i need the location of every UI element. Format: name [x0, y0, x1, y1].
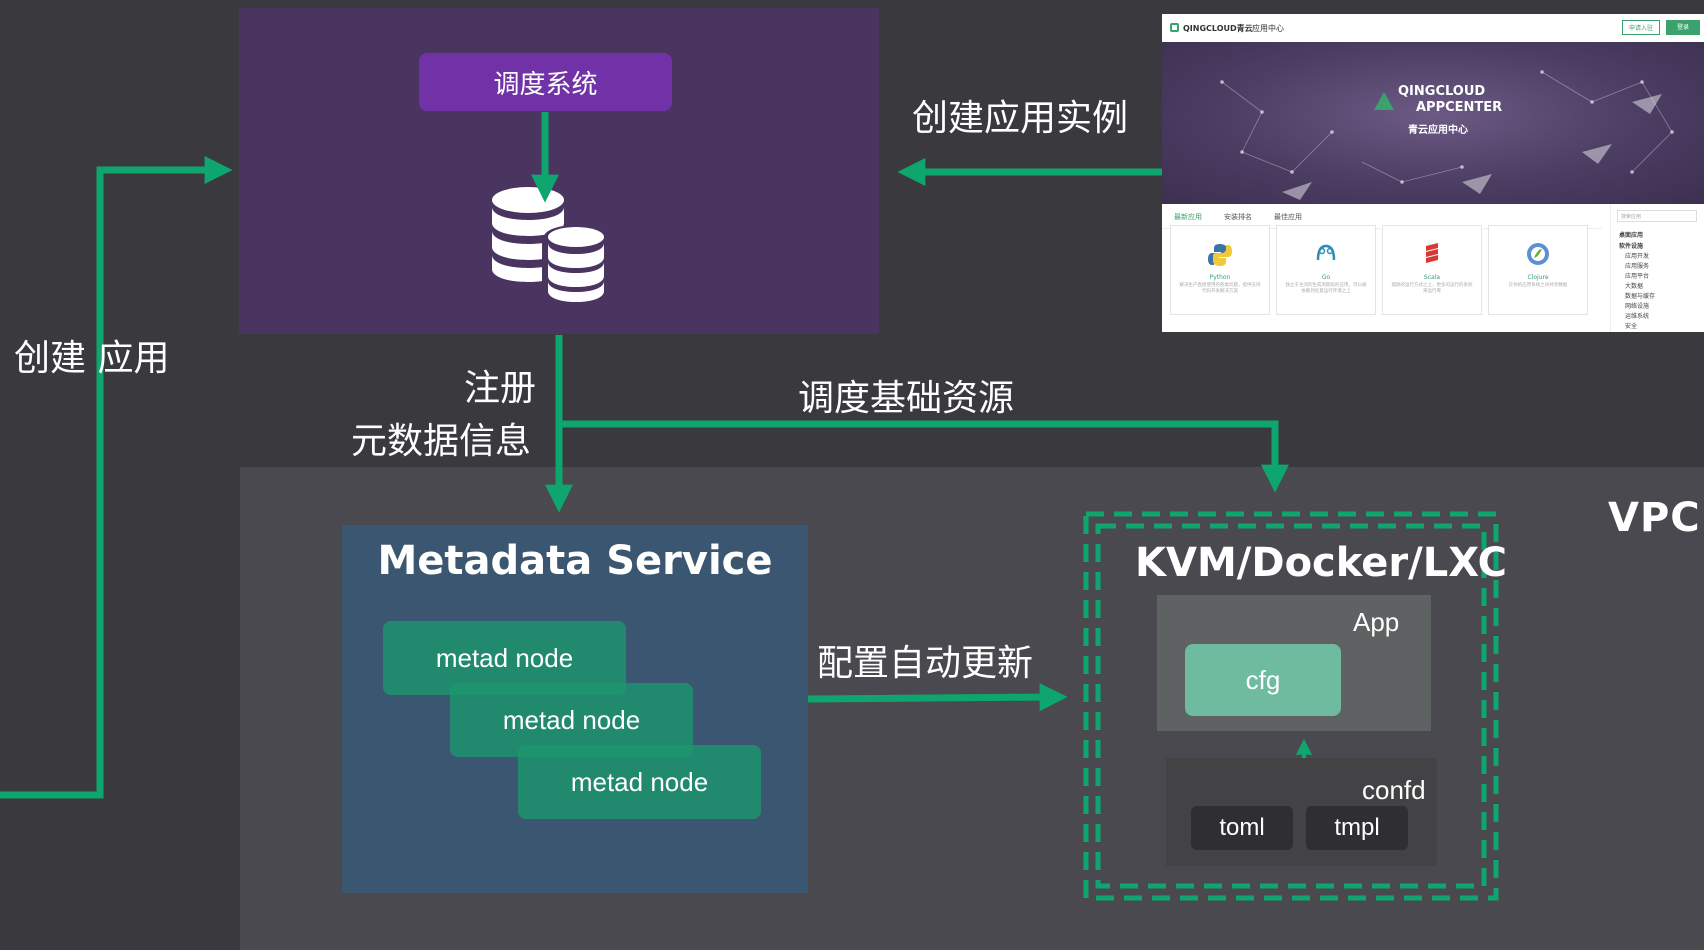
schedule-resources-arrow: [559, 420, 1289, 493]
constellation-decoration: [1220, 70, 1674, 200]
app-name: Python: [1209, 274, 1231, 281]
app-desc: 解决生产直接使用的各类问题，提供支持代码开发解决方案: [1179, 283, 1261, 295]
app-desc: 独立于主流的生成周期前的应用，可以被依赖到任意运行环境之上: [1285, 283, 1367, 295]
metadata-service-title: Metadata Service: [377, 538, 773, 584]
side-item[interactable]: 数据与缓存: [1625, 293, 1656, 300]
metad-node: metad node: [383, 621, 626, 695]
side-item[interactable]: 应用平台: [1625, 273, 1650, 280]
database-icon: [492, 187, 608, 302]
vpc-label: VPC: [1608, 495, 1701, 541]
tab-best[interactable]: 最佳应用: [1274, 213, 1302, 221]
screenshot-sidebar: 搜索应用 桌面应用 软件设施 应用开发 应用服务 应用平台 大数据 数据与缓存 …: [1610, 204, 1704, 332]
instance-boundary-inner: [1095, 523, 1487, 889]
metad-node: metad node: [450, 683, 693, 757]
schedule-resources-label: 调度基础资源: [798, 378, 1015, 419]
instance-boundary-outer: [1083, 511, 1499, 901]
appcenter-screenshot: QINGCLOUD青云 应用中心 申请入驻 登录 QINGCLOUD APPCE…: [1162, 14, 1704, 332]
clojure-icon: [1527, 243, 1549, 265]
app-card-python[interactable]: Python 解决生产直接使用的各类问题，提供支持代码开发解决方案: [1170, 225, 1270, 315]
side-item[interactable]: 安全: [1625, 323, 1638, 330]
cfg-box: cfg: [1185, 644, 1341, 716]
hero-line2: APPCENTER: [1416, 100, 1503, 115]
go-gopher-icon: [1316, 244, 1336, 261]
config-update-arrow: [807, 683, 1068, 712]
python-icon: [1208, 244, 1232, 266]
side-item[interactable]: 运维系统: [1625, 313, 1650, 320]
apply-button[interactable]: 申请入驻: [1622, 20, 1660, 35]
app-card-clojure[interactable]: Clojure 在你的应用系统之间共享数据: [1488, 225, 1588, 315]
app-name: Scala: [1423, 274, 1441, 281]
app-name: Clojure: [1527, 274, 1549, 281]
side-item[interactable]: 大数据: [1625, 283, 1644, 290]
app-label: App: [1353, 607, 1400, 637]
app-desc: 摆脱的运行方式之上，更多的运行的系统来运行库: [1391, 283, 1473, 295]
login-button[interactable]: 登录: [1666, 20, 1700, 35]
app-card-scala[interactable]: Scala 摆脱的运行方式之上，更多的运行的系统来运行库: [1382, 225, 1482, 315]
hero-line3: 青云应用中心: [1408, 125, 1468, 136]
side-item[interactable]: 应用开发: [1625, 253, 1650, 260]
instance-title: KVM/Docker/LXC: [1135, 540, 1508, 586]
screenshot-brand: QINGCLOUD青云: [1183, 24, 1253, 33]
app-name: Go: [1321, 274, 1331, 281]
app-desc: 在你的应用系统之间共享数据: [1508, 283, 1568, 288]
side-item[interactable]: 应用服务: [1625, 263, 1650, 270]
appcenter-logo-icon: [1374, 92, 1394, 110]
create-instance-label: 创建应用实例: [912, 98, 1129, 139]
hero-line1: QINGCLOUD: [1398, 84, 1486, 99]
confd-label: confd: [1362, 775, 1426, 805]
tmpl-chip: tmpl: [1306, 806, 1408, 850]
register-label-line2: 元数据信息: [351, 421, 532, 462]
tab-latest[interactable]: 最新应用: [1174, 213, 1202, 221]
app-card-go[interactable]: Go 独立于主流的生成周期前的应用，可以被依赖到任意运行环境之上: [1276, 225, 1376, 315]
screenshot-search-input[interactable]: 搜索应用: [1617, 210, 1697, 222]
tab-install-rank[interactable]: 安装排名: [1224, 213, 1252, 221]
qingcloud-logo-icon: [1170, 23, 1179, 32]
create-app-arrow: [0, 156, 233, 799]
config-update-label: 配置自动更新: [817, 643, 1034, 684]
screenshot-hero: QINGCLOUD APPCENTER 青云应用中心: [1162, 42, 1704, 204]
side-item[interactable]: 网络设施: [1625, 303, 1650, 310]
register-label-line1: 注册: [464, 368, 537, 409]
metad-node: metad node: [518, 745, 761, 819]
toml-chip: toml: [1191, 806, 1293, 850]
side-section: 软件设施: [1619, 243, 1644, 250]
side-title: 桌面应用: [1619, 232, 1644, 239]
scala-icon: [1426, 243, 1438, 263]
create-app-label: 创建 应用: [14, 338, 170, 379]
screenshot-nav: 应用中心: [1252, 24, 1284, 33]
screenshot-topbar: QINGCLOUD青云 应用中心 申请入驻 登录: [1162, 14, 1704, 43]
scheduler-title: 调度系统: [419, 53, 672, 111]
